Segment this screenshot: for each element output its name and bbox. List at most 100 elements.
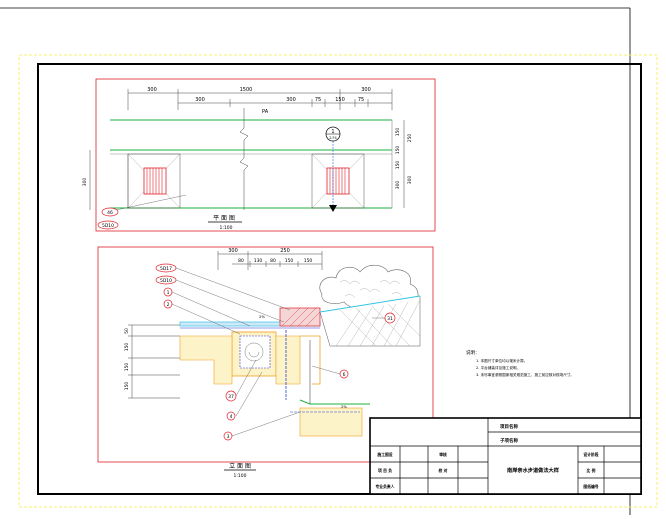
callout-2-label: 2: [167, 302, 170, 308]
planter-right-outer: [311, 153, 365, 209]
section-dim-left-4: 150: [124, 382, 130, 391]
section-leaders: [171, 267, 386, 437]
callout-5d10-section: [155, 275, 177, 285]
section-dim-second-2: 130: [254, 258, 263, 264]
section-dim-left-1: 50: [124, 328, 130, 334]
section-view: 300 250 80 130 80 150 150 50 150 150 150: [97, 246, 434, 479]
plan-dim-pa: PA: [262, 109, 269, 115]
tb-right-1: 设计阶段: [583, 452, 598, 457]
section-scale: 1:100: [234, 473, 247, 479]
callout-2: [163, 299, 173, 309]
plan-dim-left: 300: [82, 178, 88, 187]
tb-row2-left: 项 目 负: [378, 468, 392, 473]
section-tree-texture: [339, 280, 403, 299]
section-wall-orange: [300, 335, 321, 385]
callout-5d17-label: 5D17: [160, 266, 172, 272]
callout-1-label: 1: [167, 290, 170, 296]
project-name-label: 项目名称: [500, 423, 518, 430]
section-dim-ticks-left: [128, 324, 180, 399]
section-dim-top-2: 250: [280, 248, 290, 254]
tb-row1-left: 施工图设: [377, 452, 392, 457]
section-dim-ticks-top: [217, 251, 323, 270]
drawing-title: 南岸亲水步道做法大样: [507, 466, 560, 474]
tb-row3-left: 专业负责人: [376, 484, 395, 489]
callout-4: [226, 411, 236, 421]
section-planter-inner: [239, 335, 271, 369]
plan-dim-second-4: 150: [335, 97, 345, 103]
callout-6-label: 6: [343, 372, 346, 378]
section-dim-second-1: 80: [238, 258, 244, 264]
section-coping: [279, 307, 321, 327]
section-water-line: [319, 295, 421, 313]
section-water-edge: [299, 399, 370, 405]
section-foundation-left: [179, 335, 233, 385]
callout-5d10-section-label: 5D10: [160, 278, 172, 284]
tb-right-2: 比 例: [587, 468, 596, 473]
section-dim-left-3: 150: [124, 363, 130, 372]
plan-dim-second-5: 75: [358, 97, 364, 103]
sheet-frame: [37, 63, 642, 495]
plan-dim-right-5: 300: [395, 181, 401, 190]
notes-heading: 说明：: [466, 349, 480, 356]
plan-dim-second-2: 300: [286, 97, 296, 103]
tb-row2-right: 校 对: [439, 468, 448, 473]
planter-left-outer: [127, 153, 181, 209]
plan-dim-right-2: 250: [407, 134, 413, 143]
planter-right-grate: [326, 167, 350, 195]
plan-red-border: [95, 78, 436, 232]
plan-section-arrow-icon: [329, 205, 337, 212]
notes-line-2: 2. 平台铺装详见施工说明。: [476, 365, 520, 370]
notes-line-1: 1. 本图尺寸单位均以毫米计算。: [476, 358, 527, 363]
section-foundation-right: [275, 335, 301, 385]
callout-6: [339, 369, 349, 379]
section-dim-second-4: 150: [285, 258, 294, 264]
callout-1: [163, 287, 173, 297]
plan-dim-right-1: 150: [395, 128, 401, 137]
plan-section-marker-top: 1: [331, 129, 334, 135]
plan-dim-right-4: 150: [395, 161, 401, 170]
plan-section-marker-bottom: 2.F4: [329, 136, 337, 140]
plan-break-line: [239, 108, 249, 210]
plan-dim-top-2: 1500: [240, 87, 253, 93]
planter-left-grate: [143, 167, 167, 195]
plan-dim-second-1: 300: [195, 97, 205, 103]
callout-46-label: 46: [107, 210, 113, 216]
callout-3-label: 3: [227, 434, 230, 440]
planter-left-grate-bars: [146, 168, 163, 194]
callout-31-label: 31: [387, 316, 393, 322]
callout-37: [225, 390, 237, 402]
plan-title: 平 面 图: [213, 215, 235, 222]
section-soil-hatch: [335, 299, 421, 347]
section-coping-hatch: [281, 307, 321, 327]
section-tree-pit-swirl: [244, 342, 264, 362]
notes-block: 说明： 1. 本图尺寸单位均以毫米计算。 2. 平台铺装详见施工说明。 3. 未…: [466, 349, 574, 377]
section-dim-second-3: 80: [270, 258, 276, 264]
title-block-frame: [369, 417, 642, 495]
callout-5d10-plan: [97, 220, 119, 230]
callout-46: [101, 207, 119, 217]
title-block-grid: [370, 418, 641, 494]
section-red-border: [97, 246, 434, 463]
section-dim-top-1: 300: [228, 248, 238, 254]
callout-4-label: 4: [230, 414, 233, 420]
callout-3: [223, 431, 233, 441]
plan-dim-right-6: 300: [407, 176, 413, 185]
section-title: 立 面 图: [229, 462, 251, 470]
slope-label-1: 2%: [259, 314, 265, 319]
plan-view: 300 1500 300 300 300 75 150 75 PA: [82, 78, 436, 232]
section-dim-left-2: 150: [124, 343, 130, 352]
plan-scale: 1:100: [220, 225, 233, 231]
callout-5d17: [155, 263, 177, 273]
title-block: 项目名称 子项名称 南岸亲水步道做法大样 施工图设 审核 项 目 负 校 对 专…: [369, 417, 642, 495]
tb-row1-right: 审核: [439, 452, 447, 457]
notes-line-3: 3. 未尽事宜参照国家相关规范施工，施工前应核对现场尺寸。: [476, 372, 574, 377]
plan-dim-second-3: 75: [315, 97, 321, 103]
section-dim-second-5: 150: [304, 258, 313, 264]
callout-leader-46: [115, 194, 187, 211]
plan-dim-right-3: 150: [395, 146, 401, 155]
plan-dim-top-3: 300: [361, 87, 371, 93]
tb-right-3: 图纸编号: [583, 484, 598, 489]
callout-37-label: 37: [228, 394, 234, 400]
